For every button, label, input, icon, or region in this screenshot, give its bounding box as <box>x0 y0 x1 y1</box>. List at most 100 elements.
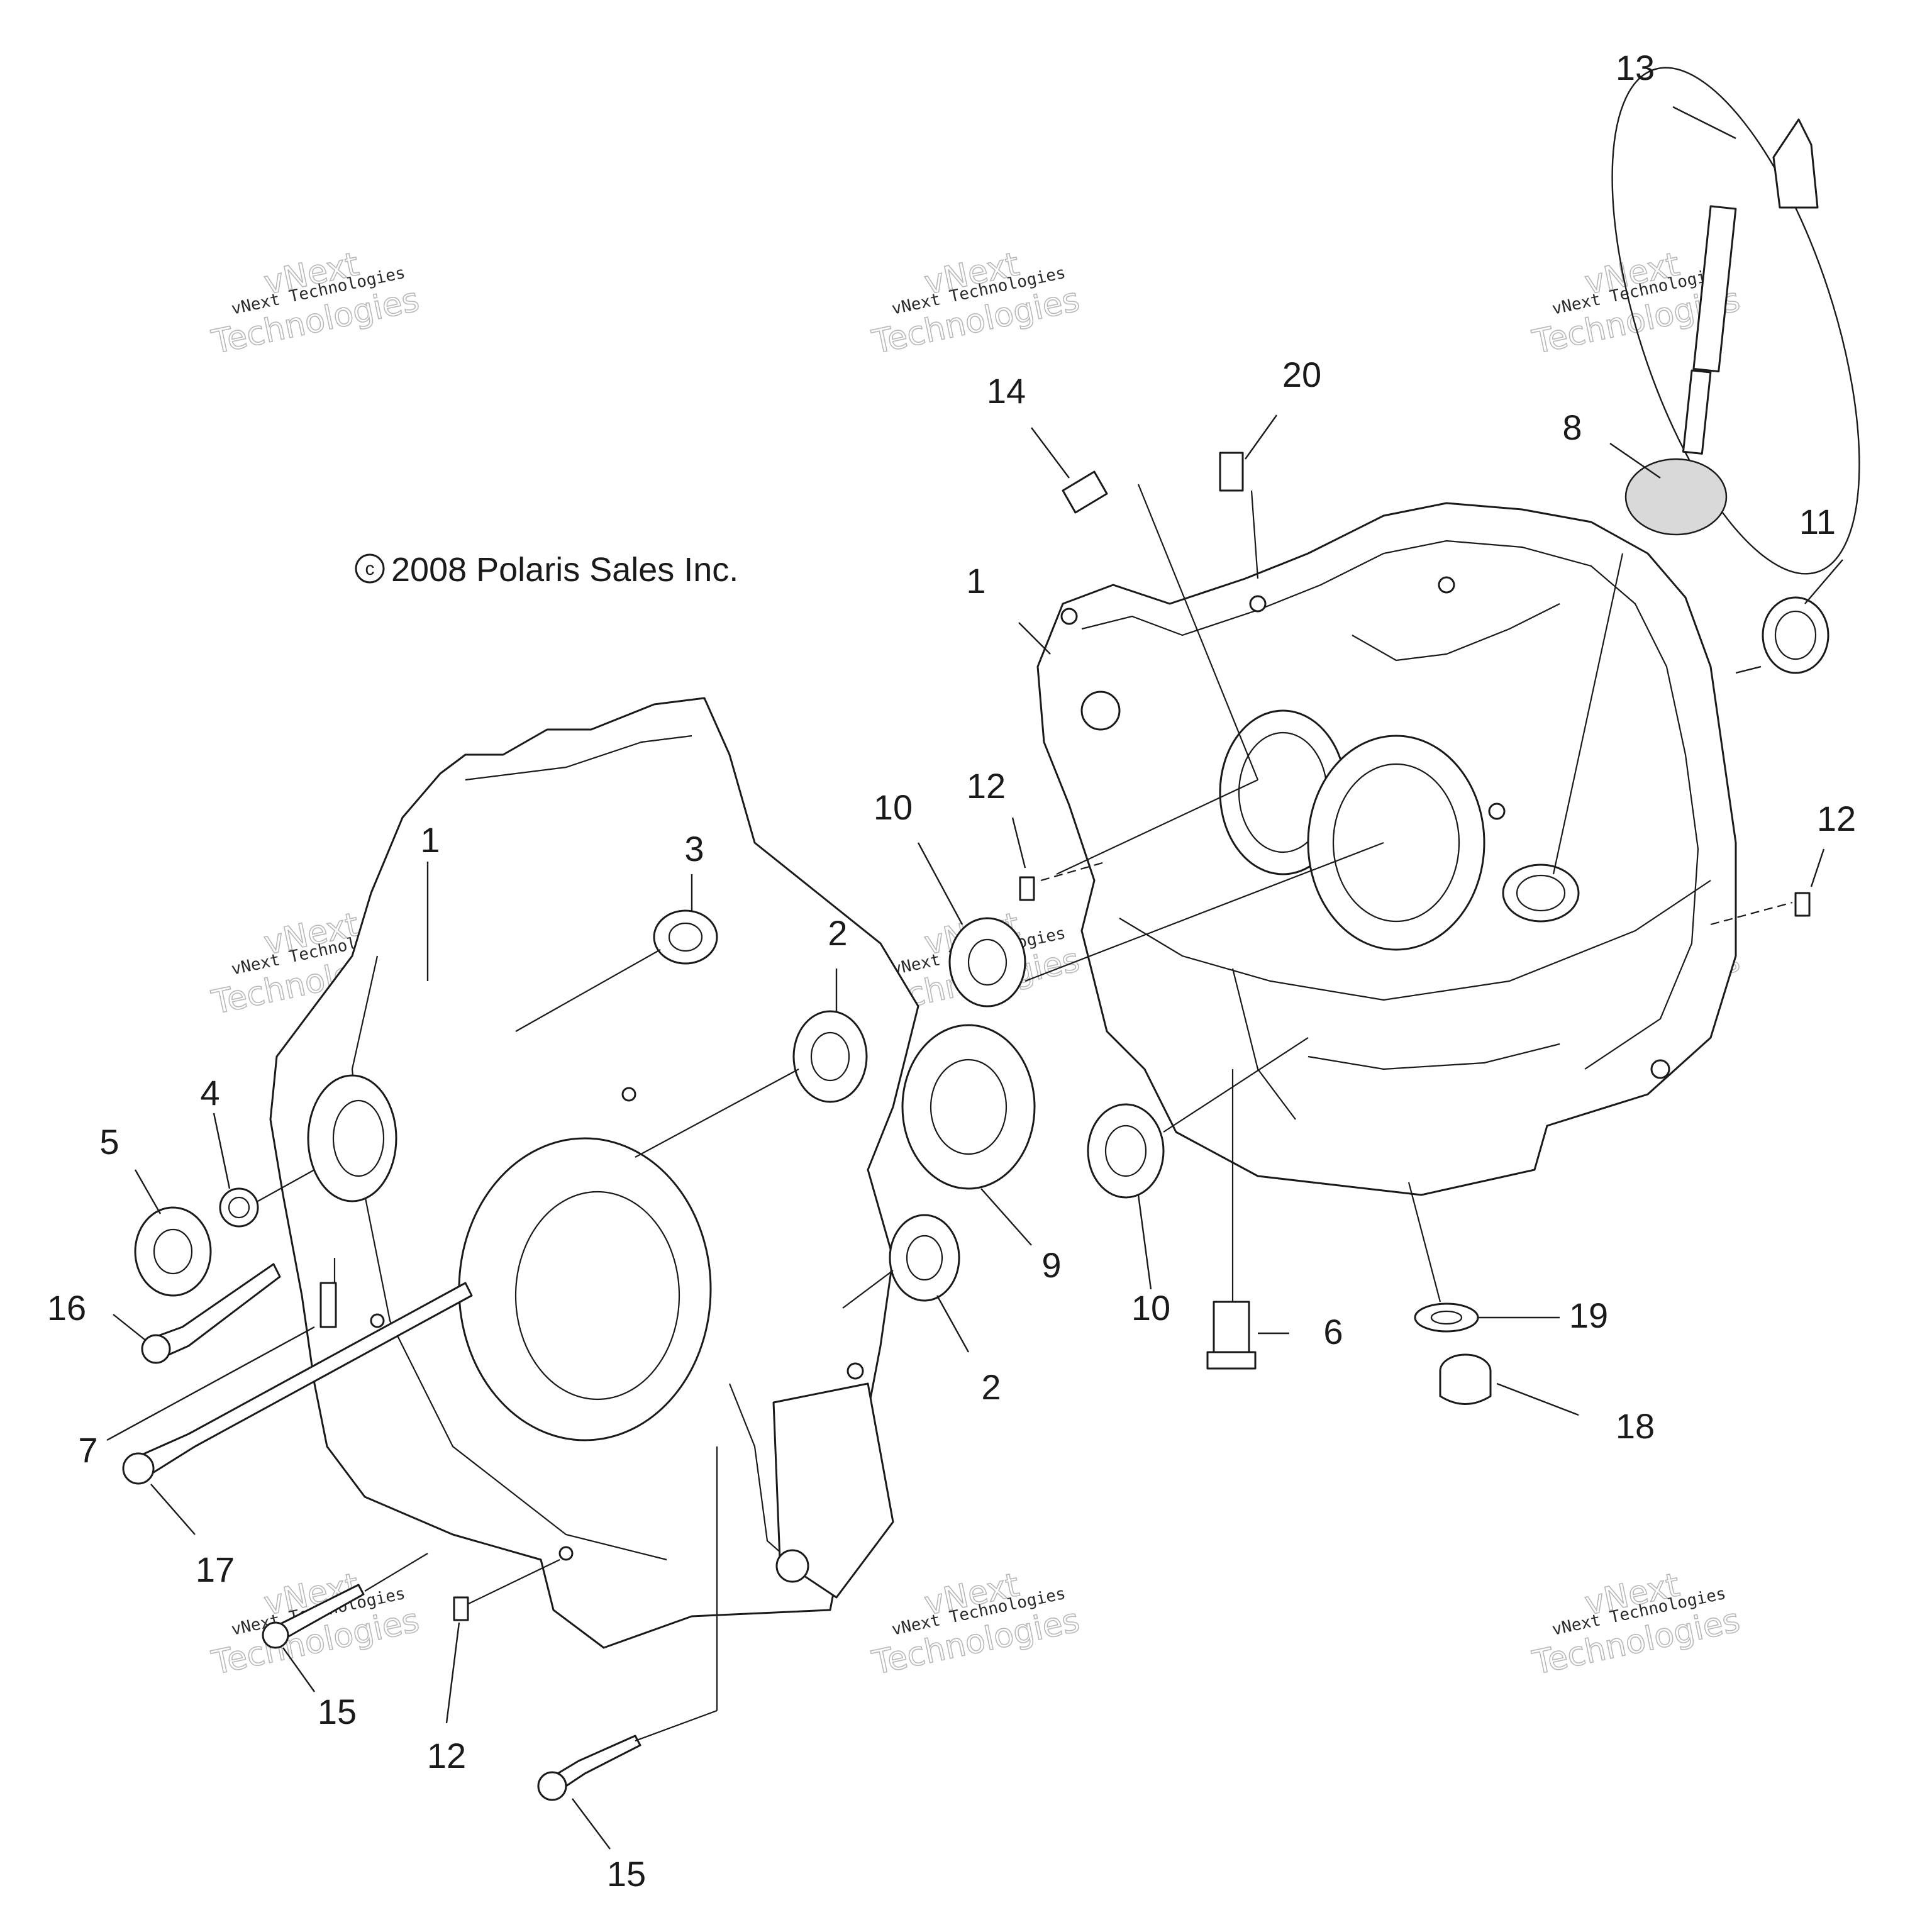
dipstick-outline-oval <box>1611 67 1860 575</box>
assembly-line <box>364 1553 428 1592</box>
watermark: vNext vNext Technologies Technologies <box>208 245 423 362</box>
assembly-line <box>1024 841 1384 982</box>
dowel-pin <box>1794 892 1811 917</box>
bearing-outer <box>901 1024 1036 1190</box>
dipstick-handle <box>1772 118 1819 209</box>
washer-inner <box>1430 1310 1463 1325</box>
crankcase-rib <box>1231 968 1296 1120</box>
bearing <box>792 1010 868 1103</box>
dipstick-tip <box>1682 369 1712 455</box>
leader-line <box>282 1647 315 1692</box>
assembly-line <box>1250 490 1259 579</box>
crankcase-inner-wall <box>1081 540 1699 1070</box>
stator-bore <box>458 1137 712 1441</box>
bolt-head <box>141 1334 171 1364</box>
bolt-head <box>537 1771 567 1801</box>
assembly-line <box>515 949 661 1032</box>
dipstick-shaft <box>1692 205 1737 373</box>
crankcase-rib <box>1307 1043 1560 1070</box>
assembly-line <box>635 1709 718 1742</box>
bolt-hole <box>1438 576 1455 594</box>
copyright-text: 2008 Polaris Sales Inc. <box>391 551 738 589</box>
callout-10: 10 <box>874 787 913 827</box>
stator-bore-inner <box>514 1191 680 1401</box>
callout-6: 6 <box>1323 1312 1343 1352</box>
callout-18: 18 <box>1616 1406 1655 1446</box>
callout-4: 4 <box>200 1073 219 1113</box>
callout-15: 15 <box>607 1854 646 1894</box>
callout-19: 19 <box>1569 1296 1608 1335</box>
callout-3: 3 <box>684 829 704 869</box>
copyright-circle <box>355 553 385 584</box>
leader-line <box>1011 817 1026 869</box>
leader-line <box>917 842 963 925</box>
callout-12: 12 <box>1817 799 1856 838</box>
plug <box>1439 1353 1492 1405</box>
mounting-bracket <box>772 1382 894 1599</box>
callout-13: 13 <box>1616 48 1655 87</box>
pulley-inner <box>153 1228 193 1275</box>
bearing-outer <box>653 909 718 965</box>
assembly-line <box>1552 553 1624 875</box>
leader-line <box>445 1622 460 1724</box>
dowel-pin <box>1062 470 1108 514</box>
leader-line <box>1031 427 1070 479</box>
bearing <box>889 1214 960 1302</box>
right-crankcase-half <box>1036 502 1737 1196</box>
bolt-hole <box>847 1362 864 1380</box>
assembly-line <box>1056 779 1258 875</box>
plug-body <box>1439 1371 1492 1405</box>
assembly-line <box>1407 1182 1441 1302</box>
leader-line <box>1018 622 1051 655</box>
bearing <box>653 909 718 965</box>
callout-16: 16 <box>47 1288 86 1328</box>
crankcase-gasket-line <box>1119 880 1711 1001</box>
crankcase-flange <box>351 955 667 1561</box>
main-bearing-bore-inner <box>1332 763 1460 923</box>
leader-line <box>980 1188 1032 1246</box>
assembly-lines <box>257 484 1793 1742</box>
assembly-line <box>1710 901 1793 926</box>
leader-line <box>113 1314 145 1340</box>
bolt-hole <box>621 1087 636 1102</box>
leader-line <box>1609 443 1661 479</box>
leader-line <box>1804 559 1843 604</box>
leader-line <box>1672 106 1736 140</box>
leader-line <box>150 1484 196 1535</box>
drain-plug <box>1206 1301 1257 1370</box>
bearing-outer <box>889 1214 960 1302</box>
callout-20: 20 <box>1282 355 1321 394</box>
leader-line <box>1735 665 1762 674</box>
callout-12: 12 <box>427 1736 466 1775</box>
o-ring <box>1624 458 1728 536</box>
washer-outer <box>1414 1302 1479 1333</box>
bearing-inner <box>930 1058 1008 1155</box>
small-seal <box>219 1187 259 1228</box>
oil-filler-neck-inner <box>1516 874 1566 912</box>
watermark: vNext vNext Technologies Technologies <box>869 1566 1084 1683</box>
bearing-inner <box>1104 1124 1147 1177</box>
leader-line <box>106 1326 315 1441</box>
dowel-pin <box>1019 876 1035 901</box>
copyright-symbol: c <box>365 558 375 579</box>
plug-body <box>1213 1301 1250 1353</box>
idler-pulley <box>134 1206 212 1297</box>
bolt <box>141 1263 281 1364</box>
copyright-notice: c 2008 Polaris Sales Inc. <box>355 551 738 589</box>
leader-lines <box>106 106 1843 1850</box>
leader-line <box>572 1798 611 1850</box>
leader-line <box>1810 848 1825 887</box>
seal-inner <box>1774 610 1817 660</box>
plug-head <box>1206 1351 1257 1370</box>
callout-labels: 13 8 11 14 20 1 12 12 10 2 3 1 4 5 16 7 … <box>47 48 1856 1894</box>
bearing <box>1087 1103 1165 1199</box>
bracket-hole <box>775 1549 809 1583</box>
dipstick-assembly <box>1611 67 1860 575</box>
leader-line <box>936 1295 970 1353</box>
front-bore <box>307 1074 397 1202</box>
bearing-inner <box>810 1031 850 1082</box>
assembly-line <box>1040 860 1108 882</box>
callout-8: 8 <box>1562 408 1582 447</box>
